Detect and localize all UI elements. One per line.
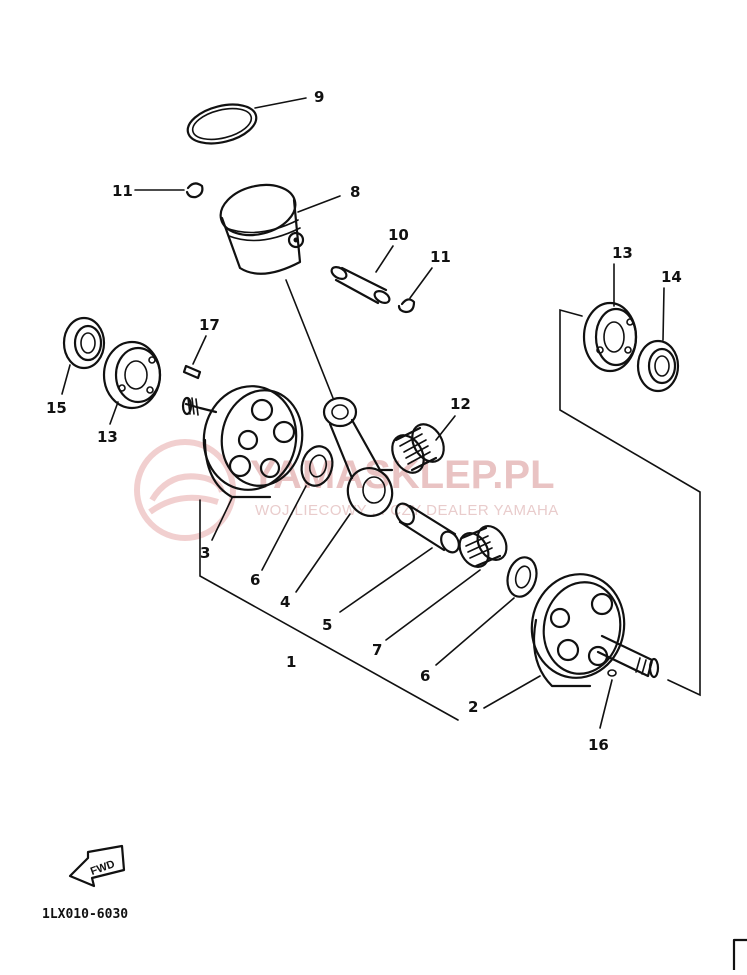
bearing-right bbox=[582, 263, 638, 373]
callout-12: 12 bbox=[450, 395, 471, 413]
assembly-bracket bbox=[199, 499, 459, 721]
watermark-subtitle: WOJ.LIECOWY ... CZY DEALER YAMAHA bbox=[255, 502, 559, 519]
callout-13-right: 13 bbox=[612, 244, 633, 262]
circlip-right bbox=[397, 267, 433, 314]
callout-17: 17 bbox=[199, 316, 220, 334]
callout-6-right: 6 bbox=[420, 667, 430, 685]
crank-left bbox=[181, 385, 304, 541]
small-end-bearing bbox=[391, 415, 456, 474]
callout-10: 10 bbox=[388, 226, 409, 244]
watermark-title: YAMASKLEP.PL bbox=[250, 453, 555, 497]
woodruff-key bbox=[182, 335, 207, 380]
washer-left bbox=[261, 445, 334, 571]
callout-6-left: 6 bbox=[250, 571, 260, 589]
callout-15: 15 bbox=[46, 399, 67, 417]
callout-4: 4 bbox=[280, 593, 290, 611]
piston-ring bbox=[186, 97, 307, 145]
watermark-logo bbox=[134, 439, 236, 541]
oil-seal-right bbox=[636, 287, 680, 393]
washer-right bbox=[435, 556, 538, 666]
crank-pin bbox=[339, 502, 460, 613]
callout-11: 11 bbox=[112, 182, 133, 200]
piston bbox=[219, 183, 341, 275]
circlip-left bbox=[134, 182, 204, 199]
corner-mark bbox=[732, 938, 747, 972]
callout-11-right: 11 bbox=[430, 248, 451, 266]
oil-seal-left bbox=[61, 316, 106, 395]
crank-right bbox=[483, 573, 660, 709]
callout-labels: 9 11 8 10 11 13 14 17 15 13 12 3 6 4 5 1… bbox=[46, 88, 682, 754]
callout-14: 14 bbox=[661, 268, 682, 286]
bracket-right bbox=[559, 308, 701, 697]
callout-5: 5 bbox=[322, 616, 332, 634]
connecting-rod bbox=[295, 396, 394, 593]
callout-8: 8 bbox=[350, 183, 360, 201]
watermark: YAMASKLEP.PL WOJ.LIECOWY ... CZY DEALER … bbox=[134, 439, 559, 541]
callout-2: 2 bbox=[468, 698, 478, 716]
leader-piston-to-rod bbox=[285, 279, 334, 399]
callout-1: 1 bbox=[286, 653, 296, 671]
piston-pin bbox=[330, 245, 394, 305]
callout-9: 9 bbox=[314, 88, 324, 106]
callout-13-left: 13 bbox=[97, 428, 118, 446]
fwd-arrow-icon: FWD bbox=[68, 844, 126, 888]
callout-16: 16 bbox=[588, 736, 609, 754]
bearing-left bbox=[102, 340, 162, 425]
leader-16 bbox=[599, 679, 613, 729]
callout-3: 3 bbox=[200, 544, 210, 562]
diagram-code: 1LX010-6030 bbox=[42, 907, 128, 922]
big-end-bearing bbox=[385, 525, 508, 641]
callout-7: 7 bbox=[372, 641, 382, 659]
